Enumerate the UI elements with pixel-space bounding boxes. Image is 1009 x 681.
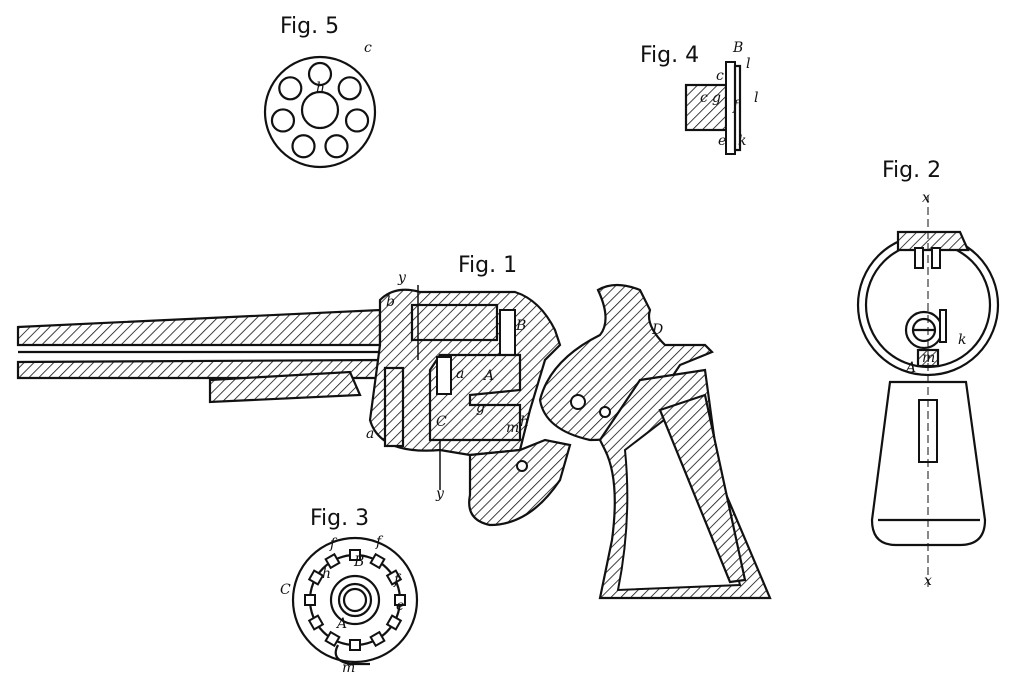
fig3-label-e: e: [396, 598, 404, 614]
figure-4-detail: Fig. 4 B l c c g f l e k: [640, 40, 758, 155]
fig2-title: Fig. 2: [882, 158, 941, 183]
fig5-label-c: c: [364, 40, 372, 56]
fig1-label-C: C: [436, 414, 447, 430]
ratchet-tooth: [369, 552, 386, 570]
fig3-label-f2: f: [375, 534, 384, 550]
fig3-label-m: m: [342, 660, 355, 676]
figure-5-cylinder-face: Fig. 5 c h: [263, 14, 377, 169]
ratchet-tooth: [385, 569, 403, 586]
fig3-label-B: B: [353, 554, 364, 570]
fig4-label-k: k: [738, 133, 746, 149]
fig2-label-x-top: x: [922, 190, 930, 206]
fig3-label-C: C: [280, 582, 291, 598]
fig1-label-a2: a: [366, 426, 374, 442]
fig3-label-h: h: [322, 566, 331, 582]
fig4-title: Fig. 4: [640, 43, 699, 68]
ratchet-tooth: [307, 569, 325, 586]
fig1-title: Fig. 1: [458, 253, 517, 278]
ratchet-tooth: [349, 549, 361, 561]
chamber-hole: [344, 108, 370, 133]
ratchet-tooth: [349, 639, 361, 651]
fig3-label-f3: f: [393, 572, 402, 588]
fig1-label-h: h: [520, 414, 529, 430]
fig5-title: Fig. 5: [280, 14, 339, 39]
chamber-hole: [278, 76, 303, 101]
chamber-hole: [270, 108, 296, 133]
fig1-label-b: b: [386, 294, 395, 310]
figure-2-rear-view: Fig. 2 x k A m x: [856, 158, 1000, 590]
fig1-label-A: A: [482, 368, 494, 384]
fig4-label-c: c: [716, 68, 724, 84]
fig2-label-m: m: [922, 350, 935, 366]
fig4-label-l2: l: [754, 90, 758, 106]
figure-3-ratchet: Fig. 3 C B f f f h e A m: [280, 506, 419, 676]
fig2-label-A: A: [904, 360, 916, 376]
fig2-label-x-bottom: x: [924, 573, 932, 589]
fig4-label-B: B: [732, 40, 743, 56]
fig4-label-c2: c: [700, 90, 708, 106]
fig2-label-k: k: [958, 332, 966, 348]
fig4-label-g: g: [712, 90, 721, 106]
fig4-label-f: f: [732, 98, 741, 114]
ratchet-tooth: [394, 594, 406, 606]
fig1-label-y-top: y: [397, 270, 407, 286]
fig4-label-e: e: [718, 133, 726, 149]
ratchet-tooth: [307, 614, 325, 631]
fig4-label-l: l: [746, 56, 750, 72]
chamber-hole: [324, 134, 349, 159]
figure-1-revolver-section: Fig. 1 y b B D a A C g h: [16, 253, 772, 600]
ratchet-tooth: [304, 594, 316, 606]
fig3-label-A: A: [335, 616, 347, 632]
fig1-label-m: m: [506, 420, 519, 436]
ratchet-tooth: [324, 552, 341, 570]
chamber-hole: [307, 61, 333, 87]
ratchet-tooth: [369, 630, 386, 648]
fig1-label-B: B: [515, 318, 526, 334]
fig1-label-D: D: [651, 322, 663, 338]
ratchet-tooth: [385, 614, 403, 631]
fig1-label-g: g: [476, 400, 485, 416]
chamber-hole: [337, 76, 362, 101]
chamber-hole: [291, 134, 316, 159]
fig3-label-f1: f: [329, 536, 338, 552]
fig5-label-h: h: [316, 80, 325, 96]
fig1-label-a: a: [456, 366, 464, 382]
fig1-label-y-bottom: y: [435, 486, 445, 502]
fig3-title: Fig. 3: [310, 506, 369, 531]
ratchet-tooth: [324, 630, 341, 648]
